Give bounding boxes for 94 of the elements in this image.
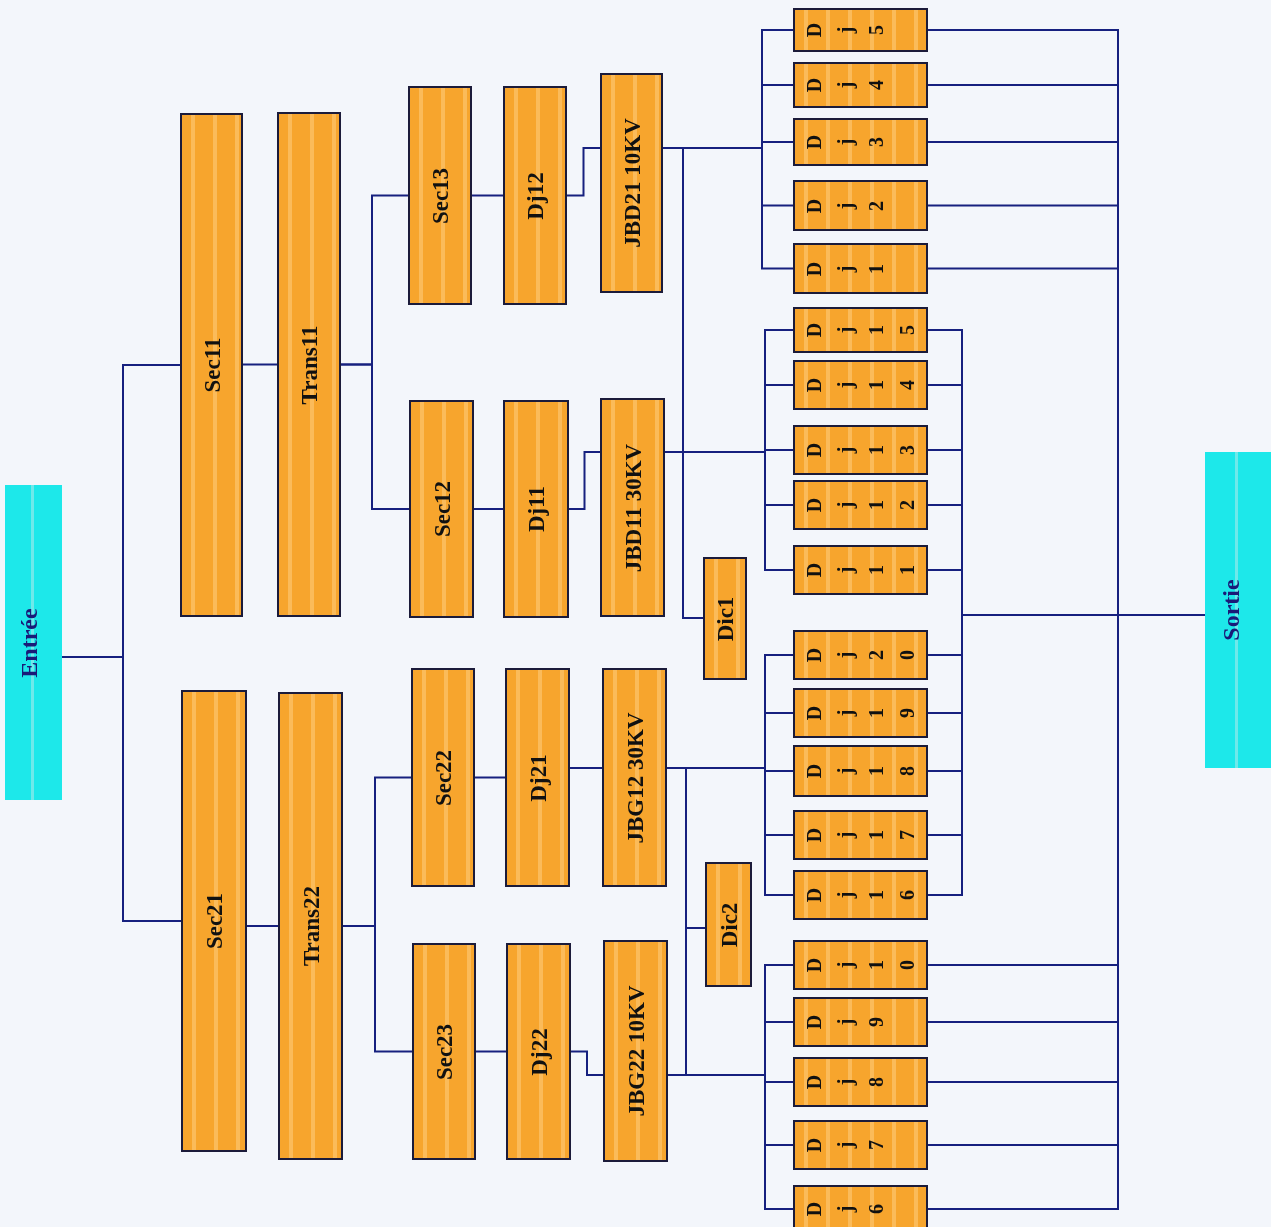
component-box [602, 668, 667, 887]
component-box [600, 73, 663, 293]
component-box [409, 400, 474, 618]
component-box [278, 692, 343, 1160]
component-label: JBD11 30KV [621, 443, 644, 572]
component-label: Sec23 [432, 1023, 456, 1080]
connector-line [242, 363, 278, 366]
breaker-label: Dj15 [803, 320, 927, 340]
breaker-box [793, 118, 928, 166]
breaker-label: Dj1 [803, 258, 896, 279]
breaker-box [793, 425, 928, 475]
breaker-label: Dj17 [803, 825, 927, 845]
component-label: JBD21 10KV [620, 118, 643, 248]
breaker-label: Dj7 [803, 1135, 896, 1155]
component-box [505, 668, 570, 887]
component-label: Trans22 [299, 885, 322, 967]
connector-line [664, 451, 794, 571]
component-box [408, 86, 472, 305]
connector-line [569, 767, 603, 769]
breaker-box [793, 545, 928, 595]
component-box [181, 690, 247, 1152]
breaker-label: Dj10 [803, 955, 927, 975]
component-label: Sec22 [431, 749, 455, 806]
component-box [506, 943, 571, 1160]
connector-line [662, 147, 794, 270]
breaker-box [793, 1120, 928, 1170]
component-label: Dic2 [717, 902, 740, 947]
breaker-box [793, 688, 928, 738]
connector-line [471, 194, 504, 197]
component-label: Sec12 [430, 480, 453, 538]
component-label: Dj22 [527, 1027, 550, 1076]
component-label: JBG22 10KV [624, 985, 647, 1117]
breaker-box [793, 870, 928, 920]
breaker-label: Dj5 [803, 20, 896, 40]
connector-line [570, 1050, 604, 1076]
component-box [277, 112, 341, 617]
component-label: Dj11 [524, 486, 548, 532]
breaker-box [793, 1057, 928, 1107]
breaker-label: Dj2 [803, 195, 896, 216]
breaker-box [793, 62, 928, 108]
breaker-box [793, 180, 928, 231]
breaker-box [793, 243, 928, 294]
breaker-label: Dj18 [803, 761, 927, 781]
breaker-box [793, 997, 928, 1047]
component-box [705, 862, 752, 987]
terminal-box [1205, 452, 1271, 768]
component-label: Trans11 [297, 325, 321, 404]
breaker-label: Dj19 [803, 703, 927, 723]
connector-line [667, 1074, 794, 1210]
component-box [703, 557, 747, 680]
breaker-box [793, 810, 928, 860]
component-box [412, 943, 476, 1160]
breaker-label: Dj12 [803, 495, 927, 515]
terminal-label: Entrée [16, 607, 41, 678]
component-box [180, 113, 243, 617]
component-label: Sec21 [202, 892, 226, 950]
breaker-label: Dj16 [803, 885, 927, 905]
component-label: Dj12 [523, 171, 547, 220]
terminal-label: Sortie [1219, 579, 1244, 641]
component-label: Sec11 [200, 337, 223, 393]
breaker-label: Dj20 [803, 645, 927, 665]
connector-line [473, 508, 504, 510]
component-label: JBG12 30KV [623, 712, 646, 843]
component-box [600, 398, 665, 617]
connector-line [475, 1050, 507, 1053]
component-box [603, 940, 668, 1162]
breaker-box [793, 940, 928, 990]
breaker-box [793, 480, 928, 530]
connector-line [246, 925, 279, 927]
breaker-label: Dj14 [803, 375, 927, 395]
component-box [503, 400, 569, 618]
component-box [503, 86, 567, 305]
connector-line [566, 147, 601, 197]
breaker-box [793, 745, 928, 797]
breaker-box [793, 360, 928, 410]
breaker-label: Dj3 [803, 132, 896, 152]
breaker-box [793, 307, 928, 353]
breaker-label: Dj6 [803, 1199, 896, 1219]
breaker-box [793, 8, 928, 52]
connector-line [568, 451, 601, 510]
breaker-label: Dj8 [803, 1072, 896, 1092]
component-label: Sec13 [428, 167, 452, 224]
terminal-box [5, 485, 62, 800]
breaker-label: Dj4 [803, 75, 896, 95]
breaker-label: Dj13 [803, 440, 927, 460]
component-label: Dic1 [713, 596, 737, 641]
breaker-box [793, 630, 928, 680]
breaker-box [793, 1185, 928, 1227]
component-label: Dj21 [526, 753, 549, 802]
breaker-label: Dj9 [803, 1012, 896, 1032]
connector-line [474, 776, 506, 779]
breaker-label: Dj11 [803, 560, 927, 580]
connector-line [340, 363, 410, 510]
component-box [411, 668, 475, 887]
